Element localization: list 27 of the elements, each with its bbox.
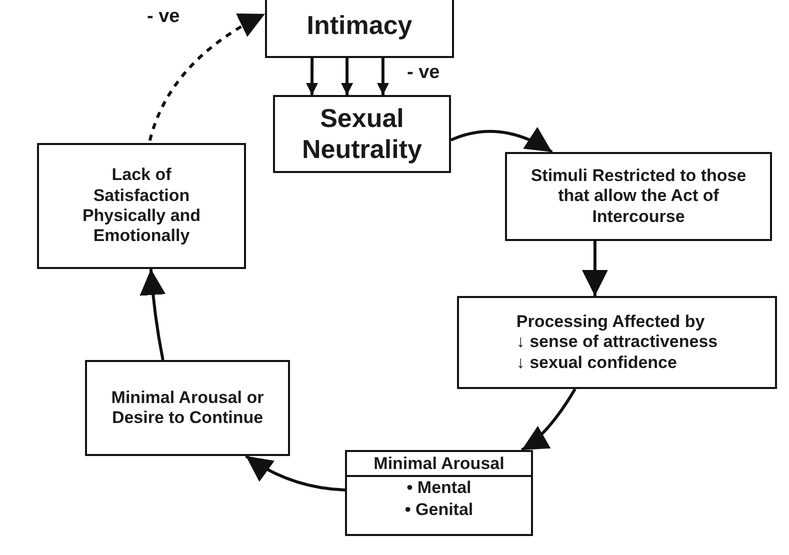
arrow xyxy=(450,127,553,154)
process-box xyxy=(37,143,246,269)
list-item: ↓ sense of attractiveness xyxy=(516,332,718,353)
process-box xyxy=(505,152,772,241)
list-item: • Mental xyxy=(406,477,472,498)
box-text: Sexual Neutrality xyxy=(301,102,423,166)
process-box xyxy=(265,0,454,58)
arrow xyxy=(306,58,318,95)
arrow xyxy=(582,241,608,296)
list-item: ↓ sexual confidence xyxy=(516,352,678,374)
process-box xyxy=(85,360,290,456)
process-box xyxy=(273,95,451,173)
dashed-arrow xyxy=(148,12,266,141)
box-text: Intimacy xyxy=(306,10,412,42)
list-item: • Genital xyxy=(404,498,474,520)
box-heading: Processing Affected by xyxy=(516,312,706,332)
box-heading: Minimal Arousal xyxy=(347,452,531,478)
box-text: Minimal Arousal or Desire to Continue xyxy=(110,388,265,428)
arrow xyxy=(376,58,389,95)
process-box xyxy=(457,296,777,389)
arrow xyxy=(140,268,166,360)
arrow xyxy=(520,388,576,452)
arrow xyxy=(245,454,346,492)
process-box xyxy=(345,450,533,536)
arrow xyxy=(341,58,354,95)
box-text: Lack of Satisfaction Physically and Emotionally xyxy=(81,165,202,247)
box-text: Stimuli Restricted to those that allow the Act of Intercourse xyxy=(530,166,748,228)
